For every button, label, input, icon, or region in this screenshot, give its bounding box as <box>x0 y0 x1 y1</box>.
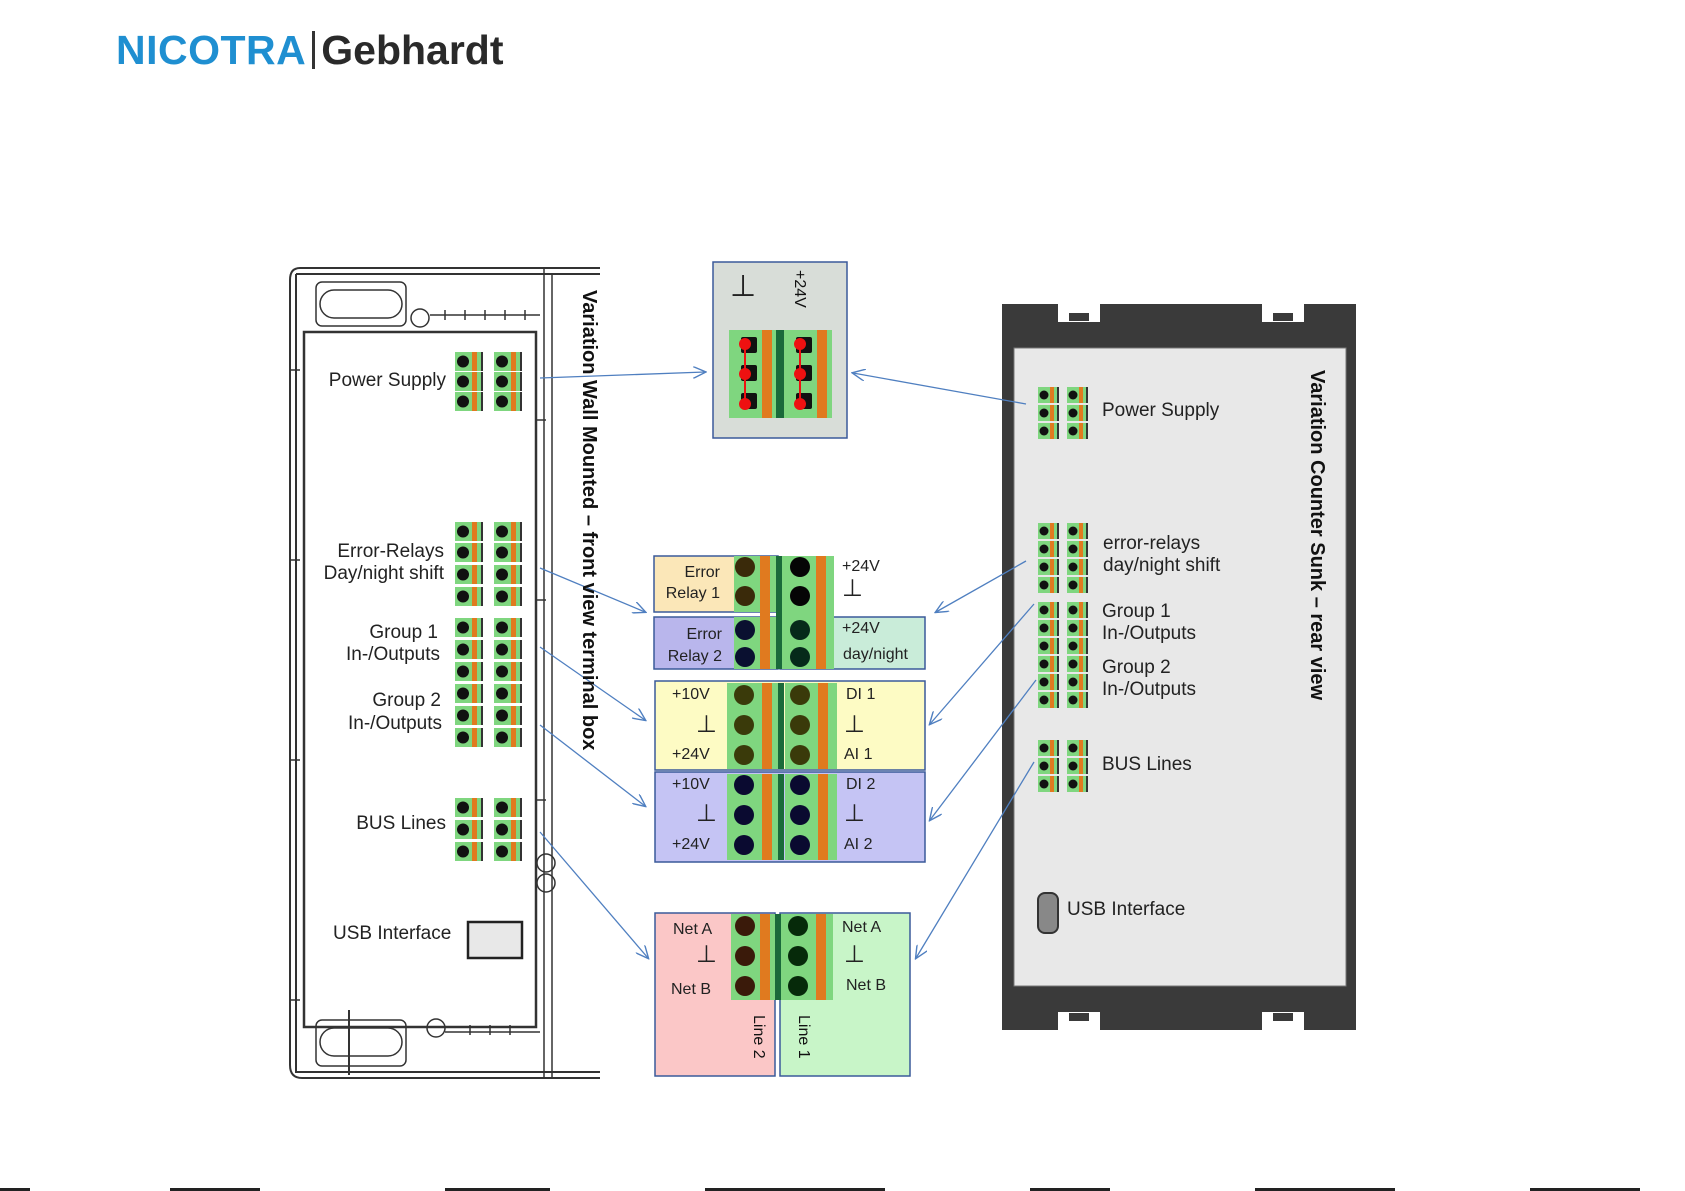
wall-label-group1-io: In-/Outputs <box>346 644 440 665</box>
counter-label-power-supply: Power Supply <box>1102 400 1220 421</box>
group2-ground-right-symbol: ⊥ <box>844 800 865 827</box>
line2-net-b-label: Net B <box>671 981 712 998</box>
wall-label-group1-title: Group 1 <box>369 622 438 643</box>
wall-label-power-supply: Power Supply <box>328 370 446 391</box>
wall-label-usb: USB Interface <box>333 923 452 944</box>
arrow-counter-group2 <box>930 679 1037 820</box>
brand-divider <box>312 31 316 69</box>
wall-title: Variation Wall Mounted – front view term… <box>578 290 600 751</box>
line1-net-a-label: Net A <box>842 919 882 936</box>
arrow-wall-bus <box>539 831 648 958</box>
group2-di-label: DI 2 <box>846 776 876 793</box>
wall-label-day-night: Day/night shift <box>323 563 444 584</box>
brand-logo: NICOTRA Gebhardt <box>116 26 504 74</box>
wall-usb-port <box>466 920 524 960</box>
power-detail-ground-symbol: ⊥ <box>730 270 757 303</box>
group2-detail <box>654 771 926 863</box>
group1-plus24-label: +24V <box>672 746 710 763</box>
counter-title: Variation Counter Sunk – rear view <box>1306 370 1328 701</box>
arrow-wall-group1 <box>539 646 645 720</box>
counter-housing <box>1002 304 1356 1030</box>
group2-plus24-label: +24V <box>672 836 710 853</box>
counter-label-bus-lines: BUS Lines <box>1102 754 1192 775</box>
line2-ground-symbol: ⊥ <box>696 941 717 968</box>
group1-ground-left-symbol: ⊥ <box>696 711 717 738</box>
relay2-label: Relay 2 <box>667 648 722 665</box>
power-detail-plus24: +24V <box>791 270 808 308</box>
relay-plus24-label: +24V <box>842 558 880 575</box>
wall-terminal-bus-lines <box>455 798 522 861</box>
brand-name-part1: NICOTRA <box>116 26 307 73</box>
bus-detail <box>654 912 911 1077</box>
relay2-error-label: Error <box>686 626 722 643</box>
arrow-wall-group2 <box>539 724 645 806</box>
counter-label-error-relays: error-relays <box>1103 533 1201 554</box>
wall-housing <box>289 267 600 1079</box>
line2-net-a-label: Net A <box>673 921 713 938</box>
line1-label: Line 1 <box>795 1015 812 1059</box>
arrow-counter-relays <box>936 560 1027 612</box>
counter-label-group1-io: In-/Outputs <box>1102 623 1196 644</box>
daynight-label: day/night <box>843 646 908 663</box>
group2-ai-label: AI 2 <box>844 836 873 853</box>
line2-label: Line 2 <box>750 1015 767 1059</box>
arrow-wall-relays <box>539 567 645 612</box>
daynight-plus24-label: +24V <box>842 620 880 637</box>
group1-di-label: DI 1 <box>846 686 876 703</box>
counter-label-day-night: day/night shift <box>1103 555 1221 576</box>
group1-ai-label: AI 1 <box>844 746 873 763</box>
line1-net-b-label: Net B <box>846 977 887 994</box>
relay-detail <box>653 555 926 670</box>
wall-label-error-relays: Error-Relays <box>337 541 444 562</box>
counter-usb-port <box>1037 892 1059 934</box>
line1-ground-symbol: ⊥ <box>844 941 865 968</box>
relay1-error-label: Error <box>684 564 720 581</box>
counter-label-group2-title: Group 2 <box>1102 657 1171 678</box>
wall-terminal-power-supply <box>455 352 522 411</box>
relay1-label: Relay 1 <box>665 585 720 602</box>
group1-ground-right-symbol: ⊥ <box>844 711 865 738</box>
arrow-counter-power <box>853 373 1027 405</box>
arrow-counter-bus <box>916 761 1035 958</box>
group1-detail <box>654 680 926 771</box>
wall-terminal-error-relays <box>455 522 522 606</box>
connector-arrows <box>539 372 1037 958</box>
brand-name-part2: Gebhardt <box>321 26 504 73</box>
counter-label-usb: USB Interface <box>1067 899 1186 920</box>
counter-label-group2-io: In-/Outputs <box>1102 679 1196 700</box>
relay-ground-symbol: ⊥ <box>842 575 863 602</box>
power-detail <box>712 261 848 439</box>
counter-label-group1-title: Group 1 <box>1102 601 1171 622</box>
group2-ground-left-symbol: ⊥ <box>696 800 717 827</box>
wall-label-group2-io: In-/Outputs <box>348 713 442 734</box>
wall-label-group2-title: Group 2 <box>372 690 441 711</box>
group1-plus10-label: +10V <box>672 686 710 703</box>
arrow-counter-group1 <box>930 603 1035 724</box>
group2-plus10-label: +10V <box>672 776 710 793</box>
arrow-wall-power <box>539 372 705 379</box>
wall-terminal-groups <box>455 618 522 747</box>
wall-label-bus-lines: BUS Lines <box>356 813 446 834</box>
page-bottom-strip <box>0 1188 1640 1191</box>
